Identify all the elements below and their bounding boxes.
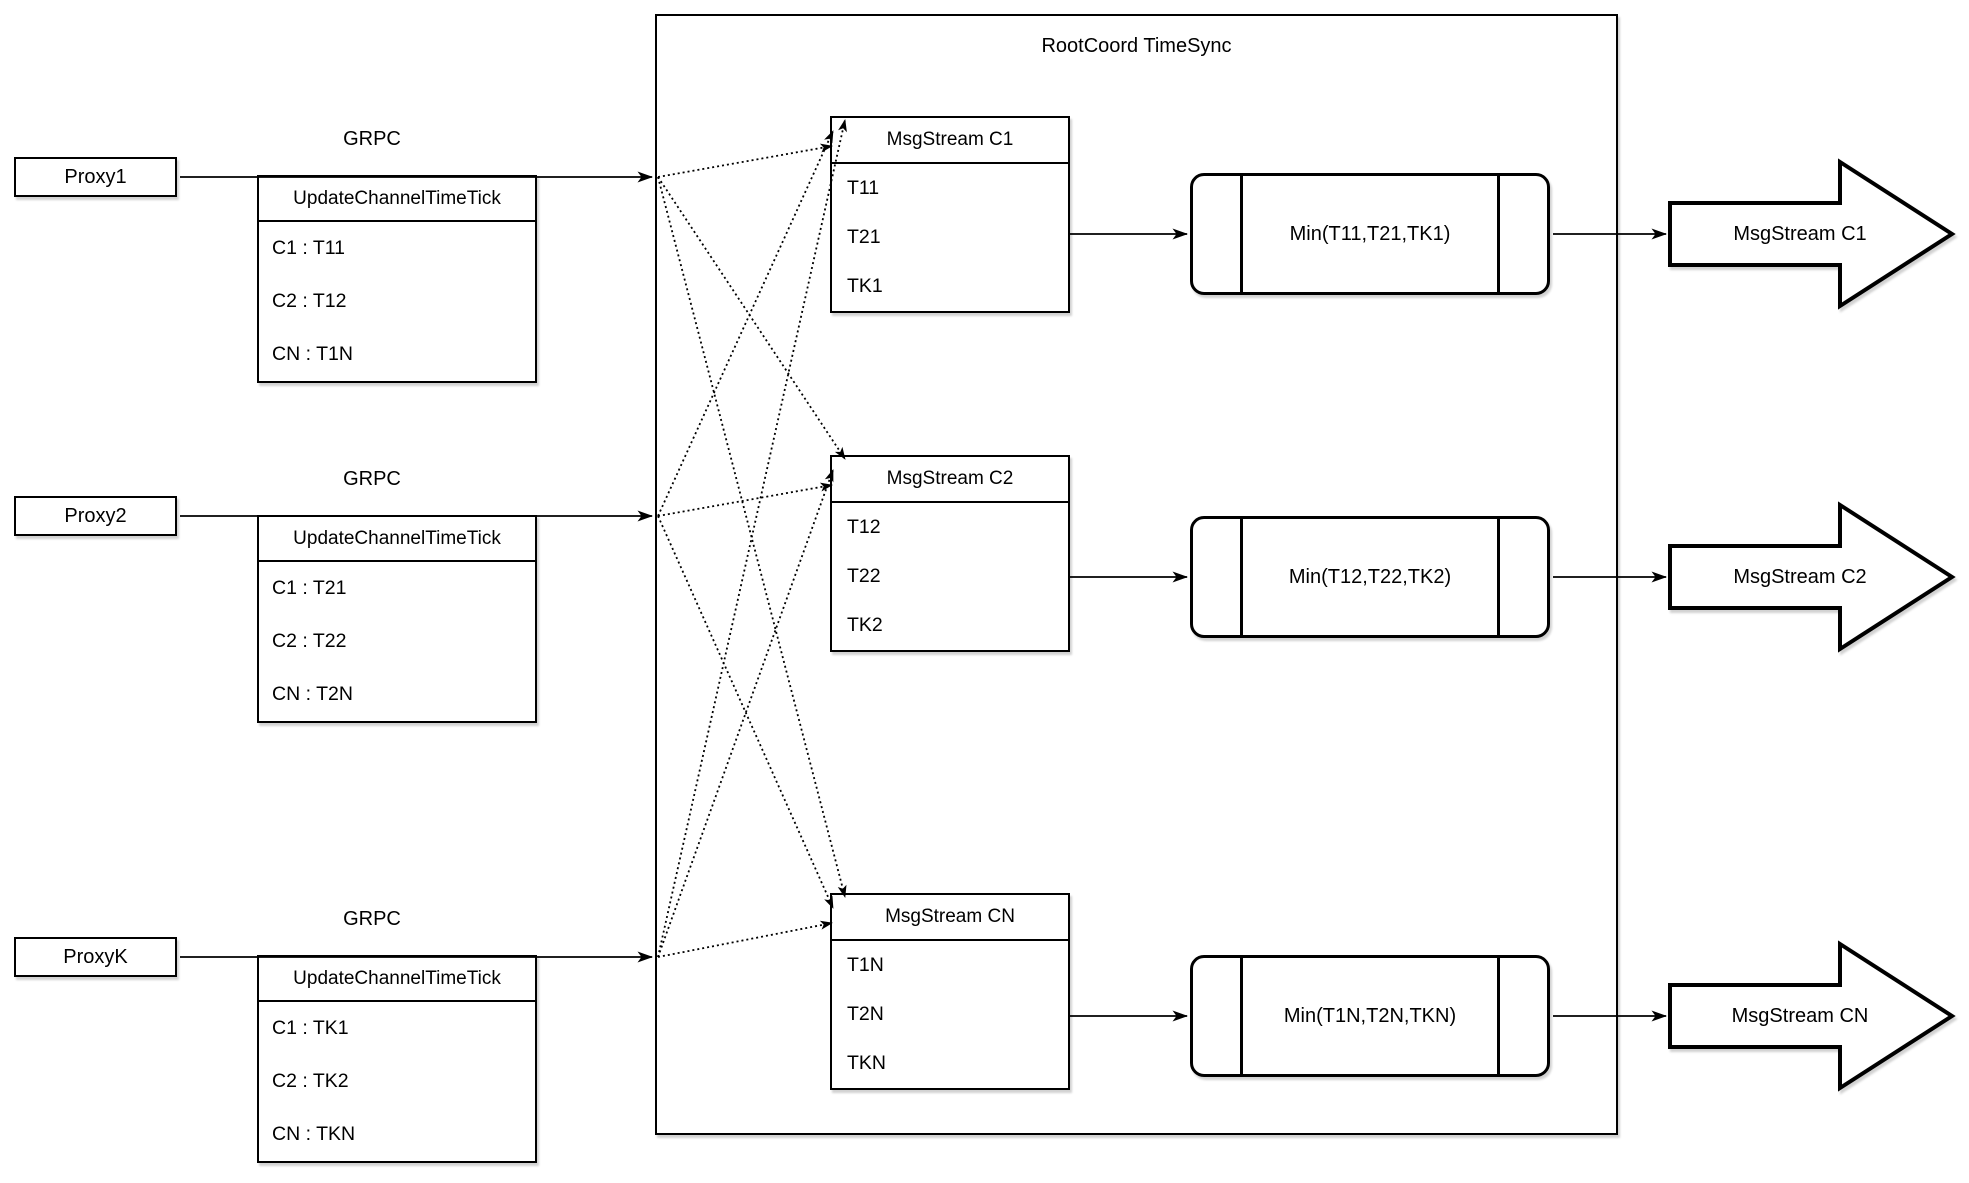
timetick-entry: CN : TKN <box>272 1123 356 1145</box>
timetick-entry: CN : T2N <box>272 683 353 705</box>
timetick-entry: C1 : T21 <box>272 577 347 599</box>
timestamp-entry: T22 <box>847 565 881 587</box>
min-node-right-bar <box>1497 519 1500 635</box>
output-arrow-label-c1: MsgStream C1 <box>1733 222 1867 245</box>
update-timetick-header: UpdateChannelTimeTick <box>259 517 535 562</box>
update-timetick-header: UpdateChannelTimeTick <box>259 957 535 1002</box>
update-timetick-header: UpdateChannelTimeTick <box>259 177 535 222</box>
min-node-c1: Min(T11,T21,TK1) <box>1190 173 1550 295</box>
min-node-c2: Min(T12,T22,TK2) <box>1190 516 1550 638</box>
min-node-right-bar <box>1497 176 1500 292</box>
grpc-label-proxyk: GRPC <box>343 908 401 930</box>
timestamp-entry: T21 <box>847 226 881 248</box>
min-node-label: Min(T1N,T2N,TKN) <box>1283 1004 1457 1027</box>
timestamp-entry: T12 <box>847 516 881 538</box>
min-node-left-bar <box>1240 958 1243 1074</box>
min-node-left-bar <box>1240 519 1243 635</box>
grpc-label-proxy1: GRPC <box>343 128 401 150</box>
output-arrow-label-cn: MsgStream CN <box>1731 1004 1869 1027</box>
msgstream-cn-table: MsgStream CN T1N T2N TKN <box>830 893 1070 1090</box>
timetick-entry: C2 : TK2 <box>272 1070 349 1092</box>
proxy2-box: Proxy2 <box>14 496 177 536</box>
update-timetick-table-proxyk: UpdateChannelTimeTick C1 : TK1 C2 : TK2 … <box>257 955 537 1163</box>
min-node-left-bar <box>1240 176 1243 292</box>
timestamp-entry: T1N <box>847 954 884 976</box>
update-timetick-table-proxy1: UpdateChannelTimeTick C1 : T11 C2 : T12 … <box>257 175 537 383</box>
rootcoord-title: RootCoord TimeSync <box>1041 35 1232 57</box>
proxy1-box: Proxy1 <box>14 157 177 197</box>
timetick-entry: C1 : T11 <box>272 237 345 259</box>
min-node-label: Min(T11,T21,TK1) <box>1289 222 1451 245</box>
min-node-cn: Min(T1N,T2N,TKN) <box>1190 955 1550 1077</box>
msgstream-c2-table: MsgStream C2 T12 T22 TK2 <box>830 455 1070 652</box>
msgstream-c1-table: MsgStream C1 T11 T21 TK1 <box>830 116 1070 313</box>
timestamp-entry: T11 <box>847 177 880 199</box>
msgstream-table-header: MsgStream C2 <box>832 457 1068 503</box>
timestamp-entry: TK2 <box>847 614 883 636</box>
grpc-label-proxy2: GRPC <box>343 468 401 490</box>
timetick-entry: C2 : T12 <box>272 290 347 312</box>
output-arrow-label-c2: MsgStream C2 <box>1733 565 1867 588</box>
msgstream-table-header: MsgStream C1 <box>832 118 1068 164</box>
min-node-right-bar <box>1497 958 1500 1074</box>
update-timetick-table-proxy2: UpdateChannelTimeTick C1 : T21 C2 : T22 … <box>257 515 537 723</box>
timetick-entry: C1 : TK1 <box>272 1017 349 1039</box>
msgstream-table-header: MsgStream CN <box>832 895 1068 941</box>
timestamp-entry: T2N <box>847 1003 884 1025</box>
timetick-entry: CN : T1N <box>272 343 353 365</box>
proxyk-box: ProxyK <box>14 937 177 977</box>
min-node-label: Min(T12,T22,TK2) <box>1288 565 1452 588</box>
timetick-entry: C2 : T22 <box>272 630 347 652</box>
timestamp-entry: TKN <box>847 1052 886 1074</box>
timestamp-entry: TK1 <box>847 275 883 297</box>
